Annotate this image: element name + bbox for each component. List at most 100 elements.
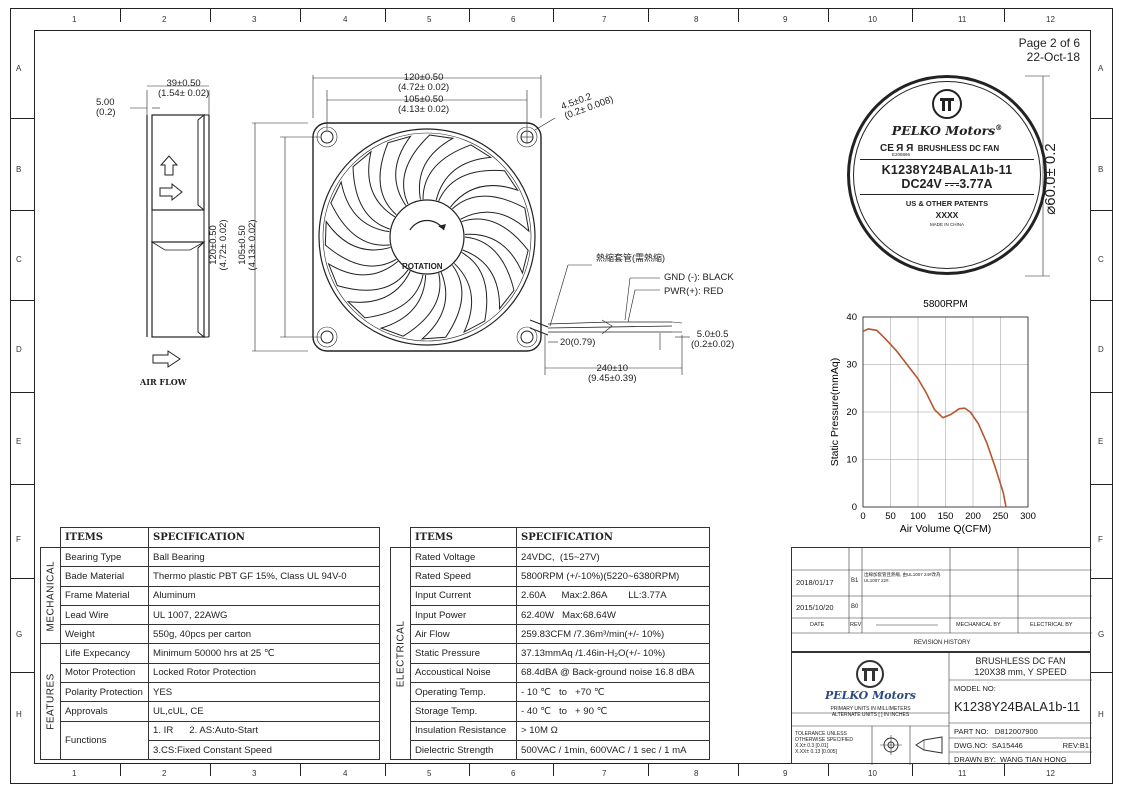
zone-tick [1091, 672, 1113, 673]
wire-sleeve-label: 熱縮套管(需熱縮) [596, 253, 665, 263]
zone-row-marker: H [16, 710, 22, 719]
rev-title: REVISION HISTORY [913, 640, 971, 646]
zone-tick [1091, 210, 1113, 211]
title-block: PELKO Motors PRIMARY UNITS IN MILLIMETER… [791, 652, 1092, 765]
item-spec: Thermo plastic PBT GF 15%, Class UL 94V-… [148, 566, 380, 587]
item-spec: 62.40W Max:68.64W [516, 604, 710, 626]
brand-logo [932, 89, 962, 119]
side-width-dim: 39±0.50 (1.54± 0.02) [158, 78, 210, 99]
zone-tick [1091, 118, 1113, 119]
title-tolerance: TOLERANCE UNLESS OTHERWISE SPECIFIED X.X… [795, 731, 853, 755]
zone-tick [553, 8, 554, 22]
outer-border [10, 8, 1113, 784]
page-number: Page 2 of 6 [1018, 36, 1080, 50]
title-model-label: MODEL NO: [954, 684, 996, 693]
page-date: 22-Oct-18 [1026, 50, 1080, 64]
item-name: Input Current [410, 585, 517, 606]
rev-header-elec: ELECTRICAL BY [1030, 622, 1073, 628]
zone-row-marker: C [16, 255, 22, 264]
zone-tick [912, 764, 913, 776]
rev-header-rev: REV [850, 622, 862, 628]
item-spec: 1. IR 2. AS:Auto-Start [148, 720, 380, 741]
airflow-label: AIR FLOW [140, 377, 187, 387]
label-origin: MADE IN CHINA [929, 222, 964, 227]
front-vert-hole-dim: 105±0.50 (4.13± 0.02) [237, 219, 258, 271]
zone-tick [1004, 764, 1005, 776]
fan-blade [352, 150, 396, 230]
x-tick-label: 250 [993, 511, 1009, 522]
rev-header-date: DATE [810, 622, 825, 628]
zone-row-marker: H [1098, 710, 1104, 719]
zone-tick [828, 8, 829, 22]
item-spec: Ball Bearing [148, 546, 380, 568]
rev-header-mech: MECHANICAL BY [956, 622, 1001, 628]
item-spec: > 10M Ω [516, 720, 710, 741]
zone-tick [1091, 484, 1113, 485]
zone-col-marker: 4 [343, 15, 348, 24]
item-spec: - 40 ℃ to + 90 ℃ [516, 701, 710, 722]
fan-blade [330, 180, 390, 246]
zone-tick [738, 8, 739, 22]
item-name: Bade Material [60, 566, 149, 587]
item-name: Air Flow [410, 624, 517, 645]
label-rating: DC24V 3.77A [901, 177, 993, 191]
zone-row-marker: C [1098, 255, 1104, 264]
zone-tick [738, 764, 739, 776]
zone-col-marker: 6 [511, 769, 516, 778]
elec-header-spec: SPECIFICATION [516, 527, 710, 548]
zone-row-marker: G [16, 630, 23, 639]
fan-blade [461, 218, 529, 275]
zone-tick [553, 764, 554, 776]
zone-tick [912, 8, 913, 22]
label-cert-row: CE Я Я BRUSHLESS DC FAN [880, 143, 1000, 154]
revision-block: 2018/01/17 B1 出線加套管且熱縮, 由UL1007 24#改為 UL… [791, 547, 1092, 652]
wire-length-dim: 240±10 (9.45±0.39) [588, 363, 637, 384]
label-model: K1238Y24BALA1b-11 [881, 163, 1013, 177]
item-name: Polarity Protection [60, 682, 149, 703]
item-name: Static Pressure [410, 643, 517, 664]
item-name: Lead Wire [60, 604, 149, 626]
rev-note-1: 出線加套管且熱縮, 由UL1007 24#改為 UL1007 22#. [864, 572, 941, 583]
lead-wire [544, 264, 690, 375]
zone-tick [10, 118, 34, 119]
front-outer-dim: 120±0.50 (4.72± 0.02) [398, 72, 450, 93]
title-brand: PELKO Motors [825, 689, 916, 702]
zone-col-marker: 3 [252, 15, 257, 24]
item-spec: 24VDC, (15~27V) [516, 546, 710, 568]
group-label-electrical: ELECTRICAL [390, 547, 411, 760]
front-hole-dim: 105±0.50 (4.13± 0.02) [398, 94, 450, 115]
x-tick-label: 100 [910, 511, 926, 522]
zone-tick [210, 764, 211, 776]
mech-header-spec: SPECIFICATION [148, 527, 380, 548]
fan-blade [453, 252, 488, 334]
fan-blade [462, 236, 515, 311]
y-tick-label: 40 [846, 312, 857, 323]
label-cert-code: E208866 [892, 152, 911, 157]
zone-tick [1091, 578, 1113, 579]
item-spec: 259.83CFM /7.36m³/min(+/- 10%) [516, 624, 710, 645]
zone-row-marker: A [16, 64, 22, 73]
chart-title: 5800RPM [923, 299, 967, 310]
title-part: PART NO: D812007900 [954, 727, 1038, 736]
zone-tick [648, 764, 649, 776]
item-name: Functions [60, 720, 149, 761]
zone-col-marker: 8 [694, 769, 699, 778]
zone-row-marker: E [16, 437, 22, 446]
item-name: Frame Material [60, 585, 149, 606]
